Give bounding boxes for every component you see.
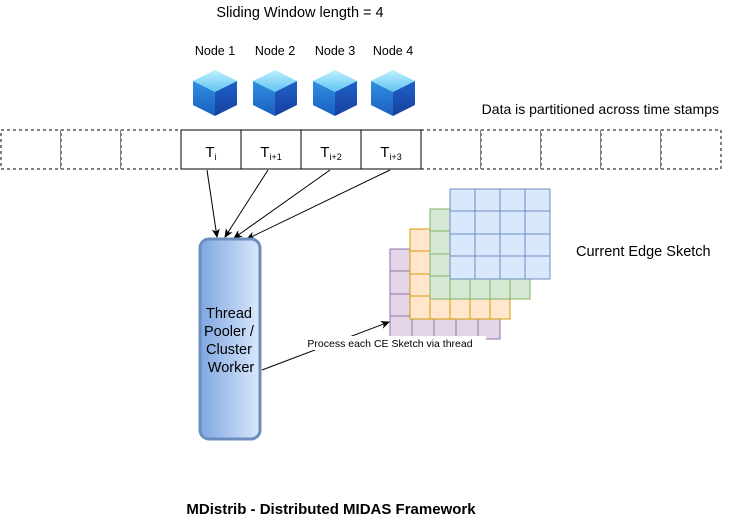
process-label: Process each CE Sketch via thread [307, 338, 472, 350]
framework-title: MDistrib - Distributed MIDAS Framework [186, 501, 476, 518]
sketch-grid-blue [449, 188, 551, 280]
slot-label-1: Ti [205, 144, 216, 162]
window-slots [180, 129, 422, 170]
cube-icon [313, 70, 357, 116]
node-label-4: Node 4 [373, 44, 413, 58]
timeline-caption: Data is partitioned across time stamps [482, 101, 719, 117]
node-label-3: Node 3 [315, 44, 355, 58]
cube-icon [193, 70, 237, 116]
thread-pooler-worker [198, 237, 262, 441]
slot-label-2: Ti+1 [260, 144, 281, 162]
worker-label: Thread Pooler / Cluster Worker [204, 306, 258, 376]
window-length-label: Sliding Window length = 4 [216, 5, 383, 21]
slot-label-3: Ti+2 [320, 144, 341, 162]
node-label-2: Node 2 [255, 44, 295, 58]
process-label-bg [293, 336, 486, 350]
slot-label-4: Ti+3 [380, 144, 401, 162]
cube-icon [253, 70, 297, 116]
timeline-dashed-cells [0, 129, 722, 170]
node-label-1: Node 1 [195, 44, 235, 58]
slot-to-worker-arrows [206, 169, 391, 240]
cube-icon [371, 70, 415, 116]
sketch-label: Current Edge Sketch [576, 244, 711, 260]
